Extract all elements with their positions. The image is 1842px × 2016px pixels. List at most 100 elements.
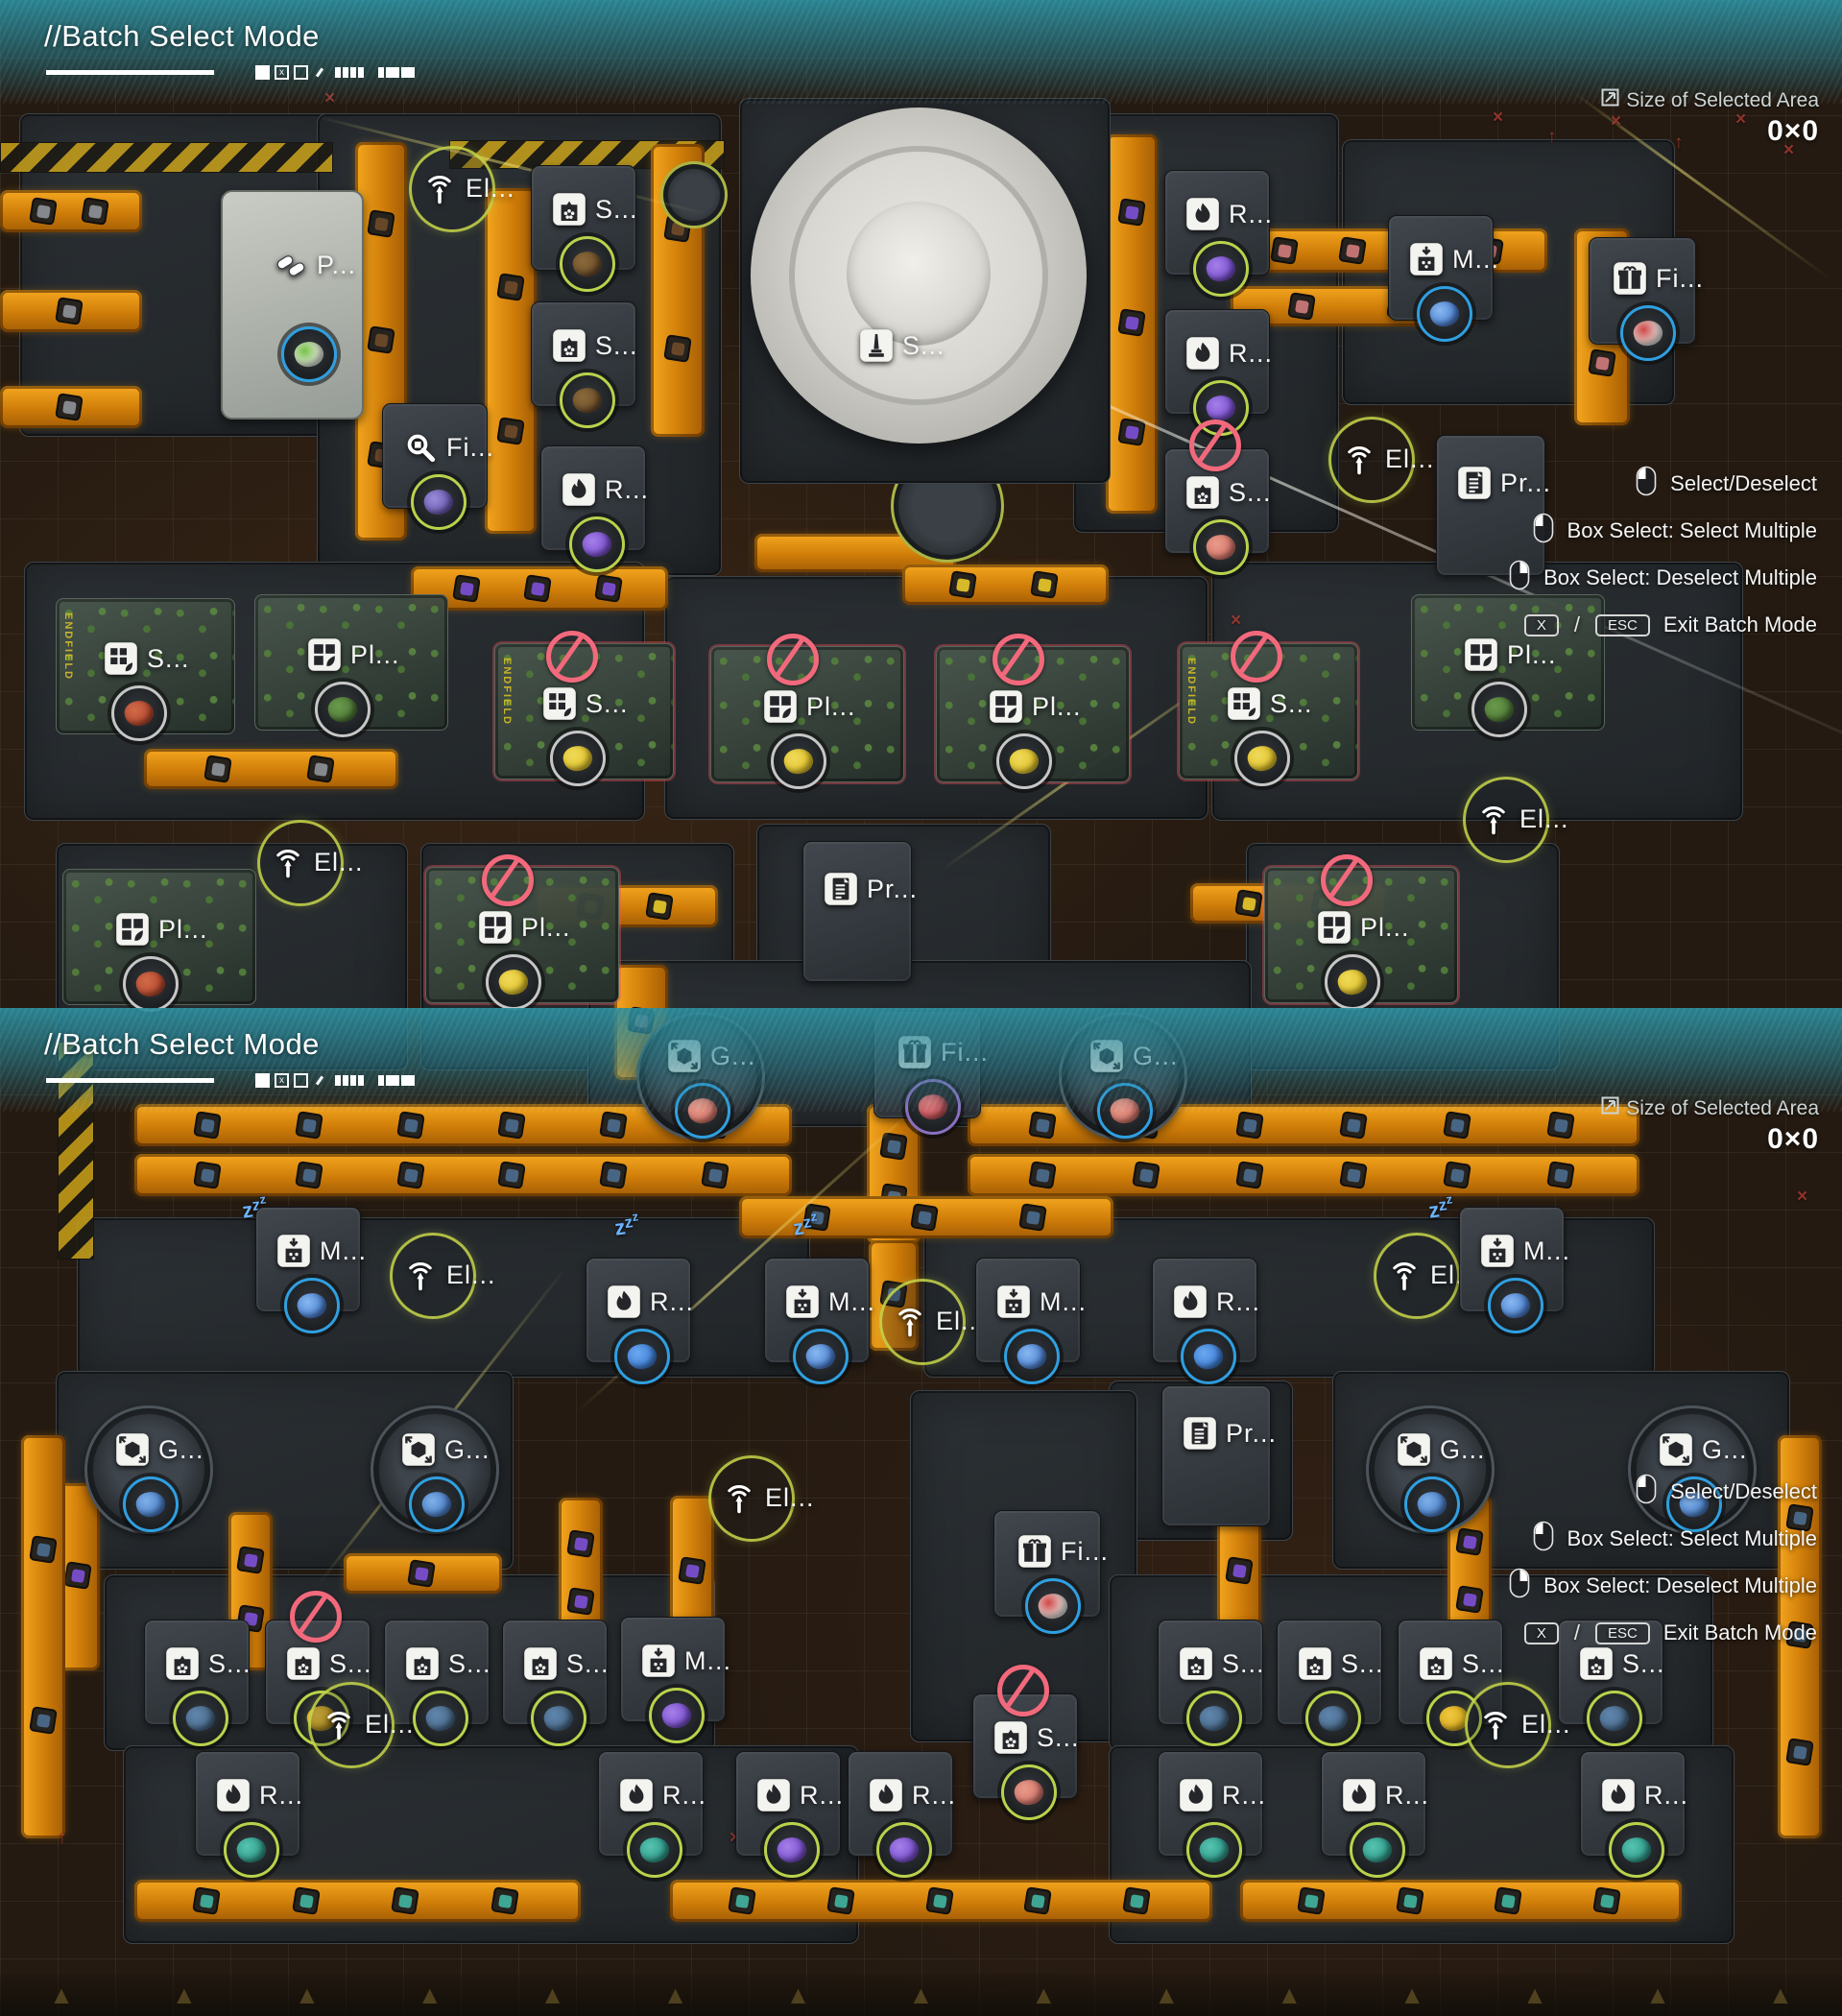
machine-output-item [1025,1578,1081,1634]
machine-label: R... [1229,338,1274,368]
machine-label: S... [1622,1648,1665,1678]
machine-body [257,820,344,906]
machine-head: Pr... [1183,1416,1277,1451]
antenna-icon [422,171,457,205]
machine-body [409,146,495,232]
printer-icon [1457,466,1492,500]
refiner-icon [1185,197,1220,231]
machine-head: M... [641,1644,731,1678]
machine-head: S... [1579,1646,1665,1681]
machine-label: S... [1229,477,1272,507]
conveyor-belt[interactable] [411,566,668,611]
machine-output-item [1181,1329,1236,1384]
antenna-icon [403,1258,438,1292]
machine-output-item [876,1822,932,1878]
selection-size-label: Size of Selected Area [1626,1096,1819,1119]
machine-output-item [123,1476,179,1532]
machine-head: S... [542,686,629,721]
machine-output-item [411,474,466,530]
sower-icon [542,686,577,721]
machine-output-item [1186,1822,1242,1878]
miner-icon [996,1284,1031,1319]
legend-row: Box Select: Deselect Multiple [1509,559,1817,597]
legend-row: Select/Deselect [1636,465,1817,503]
sower-icon [104,641,138,676]
machine-body [1366,1405,1495,1534]
map-marker: × [730,1828,740,1849]
machine-label: S... [1462,1648,1505,1678]
machine-head: Pl... [307,637,400,672]
conveyor-belt[interactable] [21,1435,65,1838]
conveyor-belt[interactable] [1106,134,1158,514]
conveyor-belt[interactable] [144,749,398,789]
refiner-icon [1185,336,1220,371]
machine-output-item [793,1329,849,1384]
machine-body [1436,435,1545,576]
conveyor-belt[interactable] [670,1880,1212,1922]
printer-icon [1183,1416,1217,1451]
smelter-icon [993,1720,1028,1755]
conveyor-belt[interactable] [485,188,537,534]
machine-head: Pl... [478,910,571,945]
machine-head: G... [115,1432,204,1467]
selection-size-value: 0×0 [1767,1123,1819,1155]
machine-output-item [224,1822,279,1878]
miner-icon [1480,1234,1515,1268]
mouse-left-icon [1533,513,1554,549]
expand-icon [1601,1096,1619,1120]
planter-icon [1464,637,1498,672]
conveyor-belt[interactable] [344,1553,502,1594]
machine-label: Fi... [1656,263,1704,293]
conveyor-belt[interactable] [968,1154,1639,1196]
power-off-icon [993,634,1044,685]
map-marker: × [1231,611,1242,631]
map-marker: × [1611,111,1622,132]
machine-label: Pl... [350,639,400,669]
machine-output-item [1471,682,1527,737]
conveyor-belt[interactable] [902,564,1109,605]
conveyor-belt[interactable] [1240,1880,1682,1922]
page-title: //Batch Select Mode [44,19,320,53]
machine-label: Fi... [446,432,494,462]
conveyor-belt[interactable] [0,290,142,332]
power-off-icon [997,1665,1049,1716]
machine-head: M... [1480,1234,1570,1268]
refiner-icon [1179,1778,1213,1812]
machine-body [879,1279,966,1365]
mouse-left-icon [1533,1521,1554,1557]
machine-body [390,1233,476,1319]
machine-label: S... [1341,1648,1384,1678]
machine-output-item [1609,1822,1664,1878]
conveyor-belt[interactable] [0,190,142,232]
machine-head: R... [1185,197,1273,231]
conveyor-belt[interactable] [134,1880,581,1922]
conveyor-belt[interactable] [0,386,142,428]
refiner-icon [869,1778,903,1812]
machine-label: S... [566,1648,610,1678]
conveyor-belt[interactable] [1778,1435,1822,1838]
refiner-icon [607,1284,641,1319]
legend-label: Select/Deselect [1670,1479,1817,1503]
conveyor-belt[interactable] [134,1154,792,1196]
machine-output-item [1587,1691,1642,1746]
machine-head: S... [523,1646,610,1681]
machine-head: S... [405,1646,491,1681]
machine-head: El... [1476,802,1569,836]
machine-label: R... [1385,1780,1430,1810]
machine-label: G... [1440,1434,1486,1464]
machine-head: Pl... [115,912,208,947]
machine-label: Pr... [1226,1418,1278,1448]
warning-triangle-icon: ▲ [294,1980,320,2009]
machine-output-item [531,1691,586,1746]
machine-label: El... [314,847,364,876]
machine-head: S... [1179,1646,1265,1681]
machine-head: El... [1478,1707,1571,1741]
machine-label: P... [317,250,357,279]
power-off-icon [1231,631,1282,683]
machine-output-item [413,1691,468,1746]
conveyor-belt[interactable] [739,1196,1113,1238]
machine-head: M... [1409,242,1499,276]
antenna-icon [893,1304,927,1338]
machine-label: Pl... [1032,691,1082,721]
